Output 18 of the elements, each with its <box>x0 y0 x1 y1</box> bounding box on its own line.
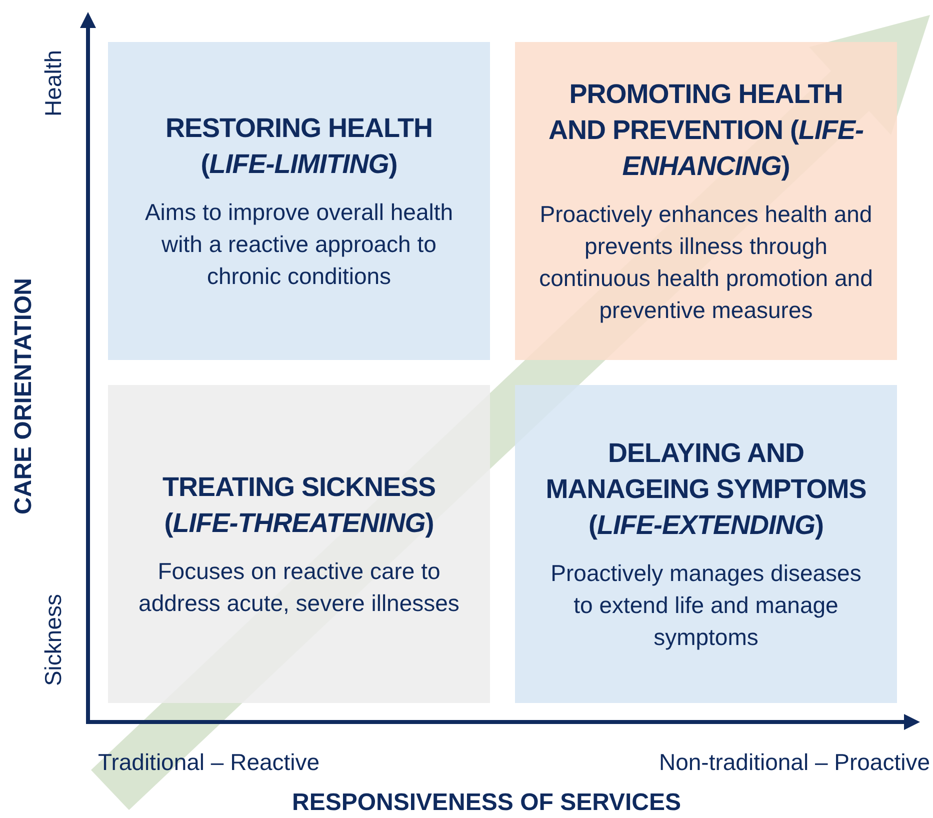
axis-end-label: Traditional – Reactive <box>98 749 320 776</box>
quadrant-title: TREATING SICKNESS (LIFE-THREATENING) <box>161 471 437 540</box>
quadrant-box <box>108 42 490 360</box>
axis-end-label: Health <box>40 50 67 116</box>
quadrant-box <box>515 42 897 360</box>
quadrant-description: Proactively manages diseases to extend life and manage symptoms <box>550 559 862 652</box>
quadrant-title: RESTORING HEALTH (LIFE-LIMITING) <box>164 112 434 181</box>
quadrant-description: Focuses on reactive care to address acute, severe illnesses <box>138 557 460 618</box>
quadrant-description: Proactively enhances health and prevents illness through continuous health promotion and preventive measures <box>539 200 873 325</box>
axis-title: RESPONSIVENESS OF SERVICES <box>292 789 682 817</box>
quadrant-box <box>515 385 897 703</box>
quadrant-title: PROMOTING HEALTH AND PREVENTION (LIFE-ENHANCING) <box>547 78 865 183</box>
axis-title: CARE ORIENTATION <box>10 278 38 514</box>
quadrant-box <box>108 385 490 703</box>
axis-end-label: Non-traditional – Proactive <box>658 749 930 776</box>
quadrant-description: Aims to improve overall health with a reactive approach to chronic conditions <box>144 198 454 291</box>
quadrant-title: DELAYING AND MANAGEING SYMPTOMS (LIFE-EXTENDING) <box>544 437 868 542</box>
axis-end-label: Sickness <box>40 594 67 686</box>
